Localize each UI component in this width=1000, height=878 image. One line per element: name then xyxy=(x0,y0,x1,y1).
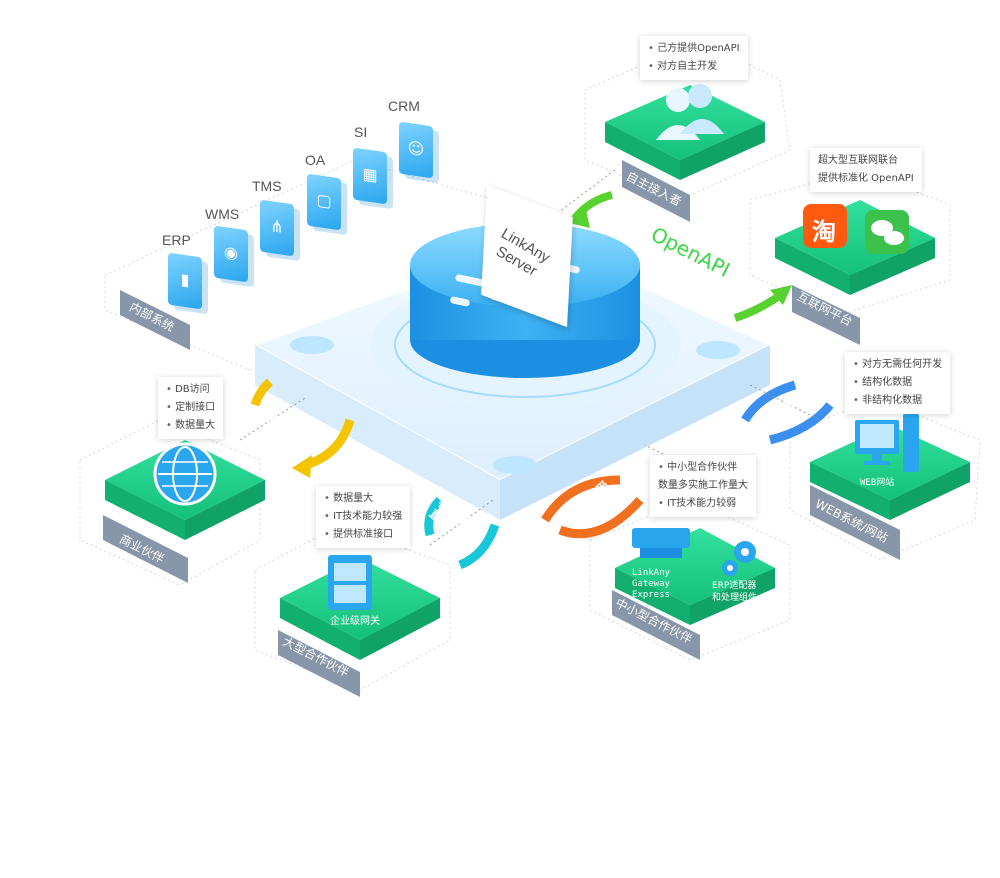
green-slabs xyxy=(105,85,970,660)
system-label-si: SI xyxy=(354,124,368,140)
smb-notes: 中小型合作伙伴 数量多实施工作量大 IT技术能力较弱 xyxy=(650,455,756,517)
smb-gateway-label: LinkAny Gateway Express xyxy=(632,568,670,600)
system-label-erp: ERP xyxy=(162,232,191,248)
self-access-notes: 己方提供OpenAPI 对方自主开发 xyxy=(640,36,748,80)
taobao-glyph: 淘 xyxy=(812,218,836,246)
internet-notes: 超大型互联网联台 提供标准化 OpenAPI xyxy=(810,148,922,192)
users-group-icon xyxy=(656,84,724,140)
system-label-oa: OA xyxy=(305,152,326,168)
oa-tile: ▢ xyxy=(307,173,341,231)
network-icon: ⋔ xyxy=(270,216,284,237)
smb-adapter-label: ERP适配器 和处理组件 xyxy=(712,581,758,603)
users-icon: ☺ xyxy=(407,137,425,160)
database-icon: ◉ xyxy=(224,242,238,263)
taobao-icon xyxy=(803,204,847,248)
business-notes: DB访问 定制接口 数据量大 xyxy=(158,377,224,439)
web-screen-label: WEB网站 xyxy=(860,478,895,488)
globe-icon xyxy=(153,442,217,506)
arrows xyxy=(250,191,834,570)
gateway-icon xyxy=(632,528,690,558)
label-strips xyxy=(103,160,900,697)
large-gateway-label: 企业级网关 xyxy=(330,616,380,627)
crm-tile: ☺ xyxy=(399,121,433,179)
cabinet-icon xyxy=(328,555,372,610)
system-label-tms: TMS xyxy=(252,178,282,194)
web-notes: 对方无需任何开发 结构化数据 非结构化数据 xyxy=(845,352,951,414)
si-tile: ▦ xyxy=(353,147,387,205)
large-notes: 数据量大 IT技术能力较强 提供标准接口 xyxy=(316,486,411,548)
erp-tile: ▮ xyxy=(168,252,202,310)
bar-chart-icon: ▮ xyxy=(180,269,190,290)
system-label-wms: WMS xyxy=(205,206,240,222)
system-label-crm: CRM xyxy=(388,98,420,114)
document-icon: ▢ xyxy=(316,189,332,212)
wechat-icon xyxy=(865,210,909,254)
gears-icon xyxy=(722,541,756,576)
wms-tile: ◉ xyxy=(214,225,248,283)
computer-icon xyxy=(855,414,919,472)
grid-icon: ▦ xyxy=(362,163,378,186)
tms-tile: ⋔ xyxy=(260,199,294,257)
